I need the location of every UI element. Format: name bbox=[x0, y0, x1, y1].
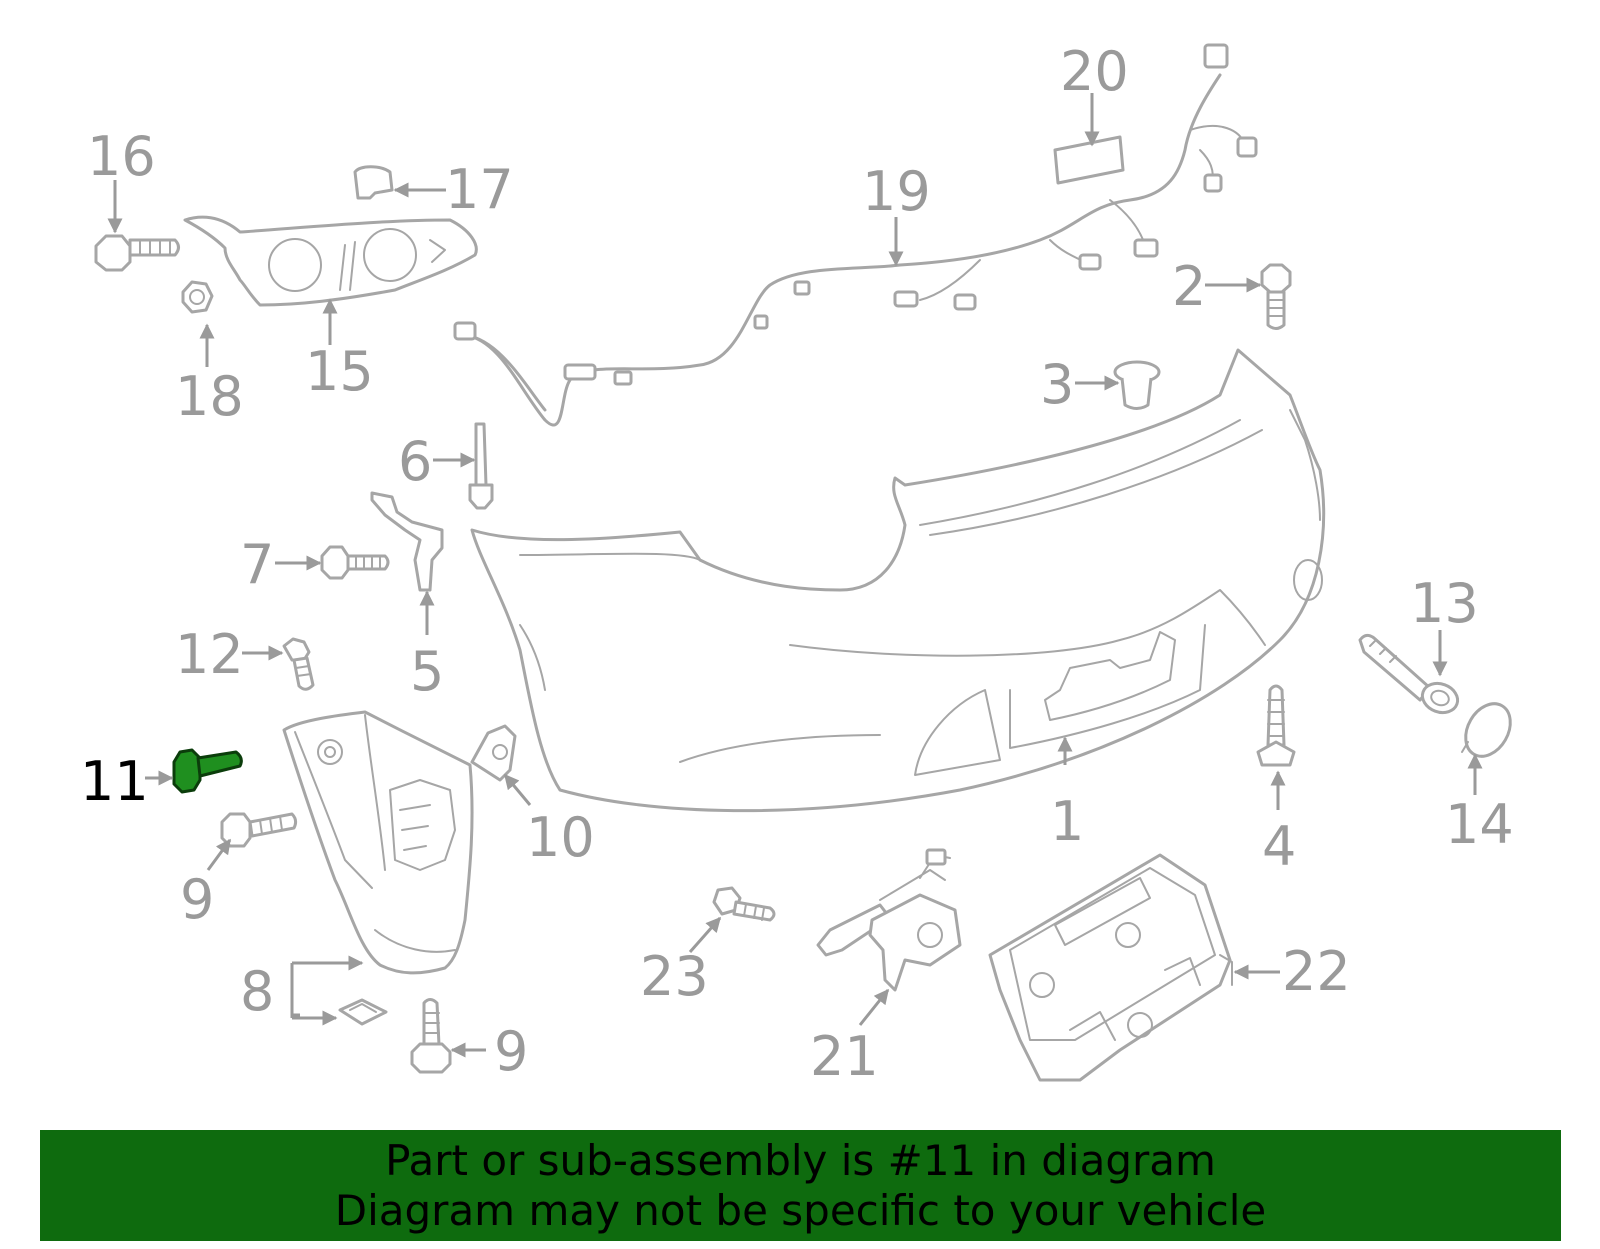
bolt-part-16[interactable] bbox=[94, 234, 180, 272]
callout-8: 8 bbox=[240, 960, 274, 1023]
push-pin-part-6[interactable] bbox=[468, 422, 494, 510]
clip-part-17[interactable] bbox=[353, 165, 394, 200]
callout-21: 21 bbox=[810, 1025, 879, 1088]
callout-19: 19 bbox=[862, 160, 931, 223]
callout-13: 13 bbox=[1410, 572, 1479, 635]
bolt-part-7[interactable] bbox=[320, 545, 390, 580]
callout-labels: 1 2 3 4 5 6 7 8 9 9 10 11 12 13 14 15 16… bbox=[80, 40, 1514, 1088]
bolt-part-12[interactable] bbox=[282, 637, 315, 691]
banner-line-part-number: Part or sub-assembly is #11 in diagram bbox=[385, 1136, 1216, 1185]
callout-12: 12 bbox=[175, 623, 244, 686]
callout-5: 5 bbox=[410, 640, 444, 703]
bumper-cover-part-1[interactable] bbox=[470, 348, 1326, 813]
callout-4: 4 bbox=[1262, 815, 1296, 878]
callout-1: 1 bbox=[1050, 790, 1084, 853]
callout-16: 16 bbox=[87, 125, 156, 188]
callout-20: 20 bbox=[1060, 40, 1129, 103]
bolt-part-9-lower[interactable] bbox=[410, 998, 452, 1074]
callout-23: 23 bbox=[640, 945, 709, 1008]
screw-part-4[interactable] bbox=[1256, 684, 1296, 767]
shield-part-8[interactable] bbox=[282, 710, 474, 975]
callout-3: 3 bbox=[1040, 353, 1074, 416]
callout-7: 7 bbox=[240, 533, 274, 596]
nut-part-18[interactable] bbox=[181, 280, 214, 314]
tow-hook-part-13[interactable] bbox=[1358, 633, 1462, 717]
bolt-part-11[interactable] bbox=[172, 748, 243, 794]
info-banner: Part or sub-assembly is #11 in diagram D… bbox=[40, 1130, 1561, 1241]
bolt-part-9-upper[interactable] bbox=[220, 812, 298, 848]
callout-22: 22 bbox=[1282, 940, 1351, 1003]
callout-2: 2 bbox=[1172, 255, 1206, 318]
leader-arrows bbox=[107, 93, 1483, 1058]
bracket-part-15[interactable] bbox=[183, 215, 478, 307]
bracket-part-5[interactable] bbox=[370, 491, 444, 592]
callout-9-upper: 9 bbox=[180, 868, 214, 931]
label-part-20[interactable] bbox=[1053, 135, 1125, 185]
callout-9-lower: 9 bbox=[494, 1020, 528, 1083]
bracket-part-22[interactable] bbox=[988, 853, 1233, 1082]
bolt-part-2[interactable] bbox=[1260, 263, 1292, 330]
bracket-part-10[interactable] bbox=[470, 724, 517, 782]
clip-part-8[interactable] bbox=[338, 998, 388, 1026]
sensor-part-21[interactable] bbox=[816, 848, 962, 992]
callout-17: 17 bbox=[445, 158, 514, 221]
callout-10: 10 bbox=[526, 806, 595, 869]
callout-6: 6 bbox=[398, 430, 432, 493]
wiring-harness-part-19[interactable] bbox=[453, 43, 1258, 427]
callout-14: 14 bbox=[1445, 793, 1514, 856]
callout-11: 11 bbox=[80, 750, 149, 813]
callout-18: 18 bbox=[175, 365, 244, 428]
grommet-part-3[interactable] bbox=[1113, 360, 1161, 410]
cover-part-14[interactable] bbox=[1457, 696, 1520, 764]
screw-part-23[interactable] bbox=[712, 886, 776, 922]
banner-line-disclaimer: Diagram may not be specific to your vehi… bbox=[334, 1186, 1267, 1235]
callout-15: 15 bbox=[305, 340, 374, 403]
